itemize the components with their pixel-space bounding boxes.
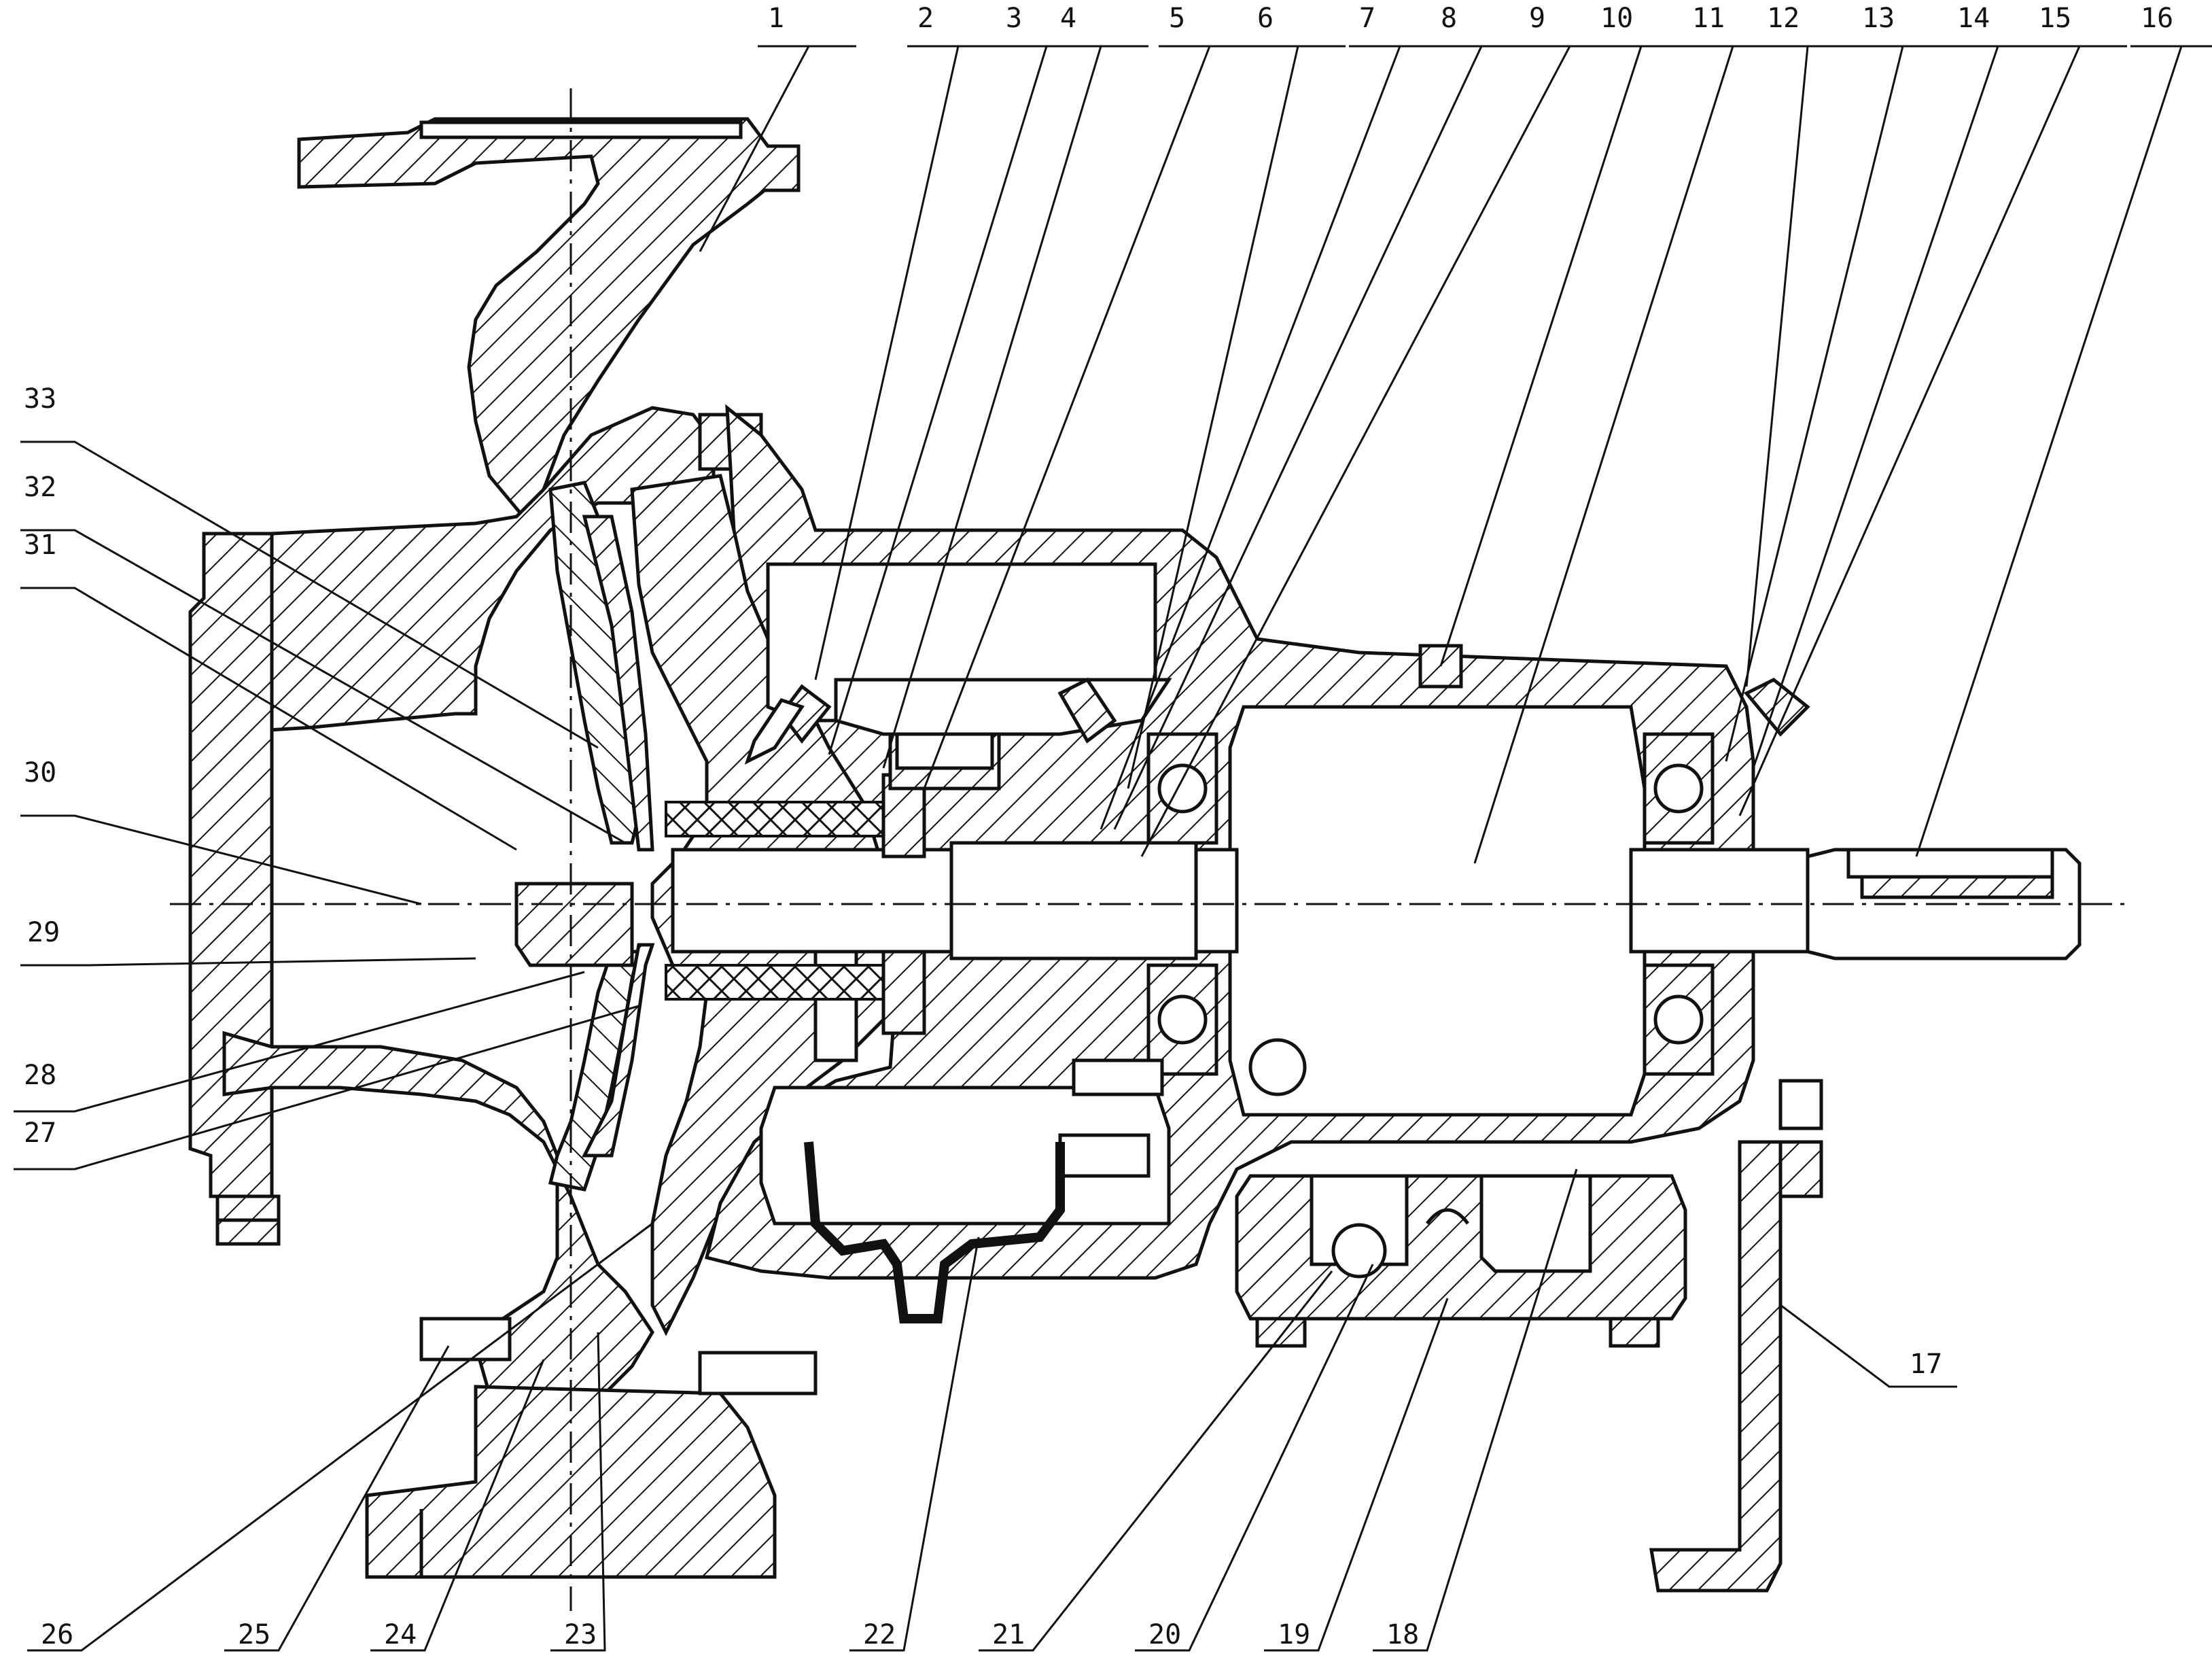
callout-label-32: 32 <box>24 472 56 503</box>
leader-line-25 <box>224 1345 450 1652</box>
callout-label-11: 11 <box>1692 3 1725 34</box>
bearing-housing <box>704 404 1755 1280</box>
callout-label-2: 2 <box>917 3 934 34</box>
callout-label-30: 30 <box>24 757 56 788</box>
callout-label-27: 27 <box>24 1117 56 1149</box>
leader-line-21 <box>979 1270 1333 1652</box>
leader-line-8 <box>1113 45 1529 830</box>
leader-line-32 <box>20 529 626 844</box>
leader-line-29 <box>20 957 476 967</box>
leader-line-26 <box>27 1222 653 1652</box>
leader-line-24 <box>370 1359 545 1652</box>
callout-label-24: 24 <box>384 1619 417 1650</box>
leader-line-1 <box>699 45 856 252</box>
callout-label-4: 4 <box>1060 3 1076 34</box>
leader-line-5 <box>923 45 1257 789</box>
callout-label-6: 6 <box>1257 3 1274 34</box>
callout-label-23: 23 <box>564 1619 597 1650</box>
impeller <box>514 481 655 1192</box>
leader-line-23 <box>550 1332 606 1652</box>
callout-label-33: 33 <box>24 383 56 415</box>
bolts <box>419 732 1823 1396</box>
callout-label-25: 25 <box>238 1619 270 1650</box>
pump-casing <box>188 117 801 1579</box>
callout-label-5: 5 <box>1169 3 1185 34</box>
leader-line-33 <box>20 440 599 749</box>
leader-line-11 <box>1473 45 1780 864</box>
callout-label-7: 7 <box>1359 3 1375 34</box>
callout-label-19: 19 <box>1278 1619 1310 1650</box>
leader-line-9 <box>1140 45 1617 857</box>
bearings <box>1146 732 1715 1096</box>
callout-label-31: 31 <box>24 530 56 561</box>
callout-label-29: 29 <box>27 917 60 948</box>
callout-label-22: 22 <box>863 1619 896 1650</box>
leader-line-4 <box>882 45 1148 769</box>
leader-line-17 <box>1780 1304 1957 1388</box>
leader-line-7 <box>1100 45 1447 830</box>
leader-line-13 <box>1725 45 1950 762</box>
callout-label-17: 17 <box>1910 1349 1942 1380</box>
callout-label-10: 10 <box>1600 3 1633 34</box>
callout-label-28: 28 <box>24 1060 56 1091</box>
callout-label-16: 16 <box>2141 3 2173 34</box>
support-bracket <box>1649 1140 1823 1593</box>
leader-line-15 <box>1738 45 2127 816</box>
leader-line-30 <box>20 814 422 905</box>
callout-label-12: 12 <box>1767 3 1800 34</box>
leader-line-2 <box>814 45 1006 680</box>
leader-line-28 <box>14 971 585 1113</box>
callout-label-14: 14 <box>1957 3 1990 34</box>
callout-label-13: 13 <box>1862 3 1895 34</box>
oil-cup <box>804 1133 1151 1323</box>
callout-label-1: 1 <box>768 3 784 34</box>
callout-label-20: 20 <box>1148 1619 1181 1650</box>
leader-line-31 <box>20 587 517 851</box>
leader-line-10 <box>1439 45 1689 667</box>
leader-line-6 <box>1127 45 1346 789</box>
leader-line-12 <box>1745 45 1855 687</box>
leader-line-14 <box>1752 45 2046 769</box>
callout-label-8: 8 <box>1441 3 1457 34</box>
leader-line-22 <box>849 1236 980 1652</box>
leader-line-3 <box>828 45 1094 755</box>
callout-label-26: 26 <box>41 1619 73 1650</box>
callout-label-9: 9 <box>1529 3 1545 34</box>
leader-line-27 <box>14 1005 639 1171</box>
callout-label-3: 3 <box>1006 3 1022 34</box>
leader-line-19 <box>1264 1298 1449 1652</box>
leader-line-16 <box>1915 45 2212 857</box>
callout-label-15: 15 <box>2039 3 2071 34</box>
lubrication-fittings <box>744 644 1810 765</box>
callout-label-21: 21 <box>992 1619 1025 1650</box>
leader-line-20 <box>1135 1264 1374 1652</box>
bearing-foot <box>1235 1174 1687 1348</box>
callout-label-18: 18 <box>1386 1619 1419 1650</box>
leader-line-18 <box>1373 1168 1578 1652</box>
